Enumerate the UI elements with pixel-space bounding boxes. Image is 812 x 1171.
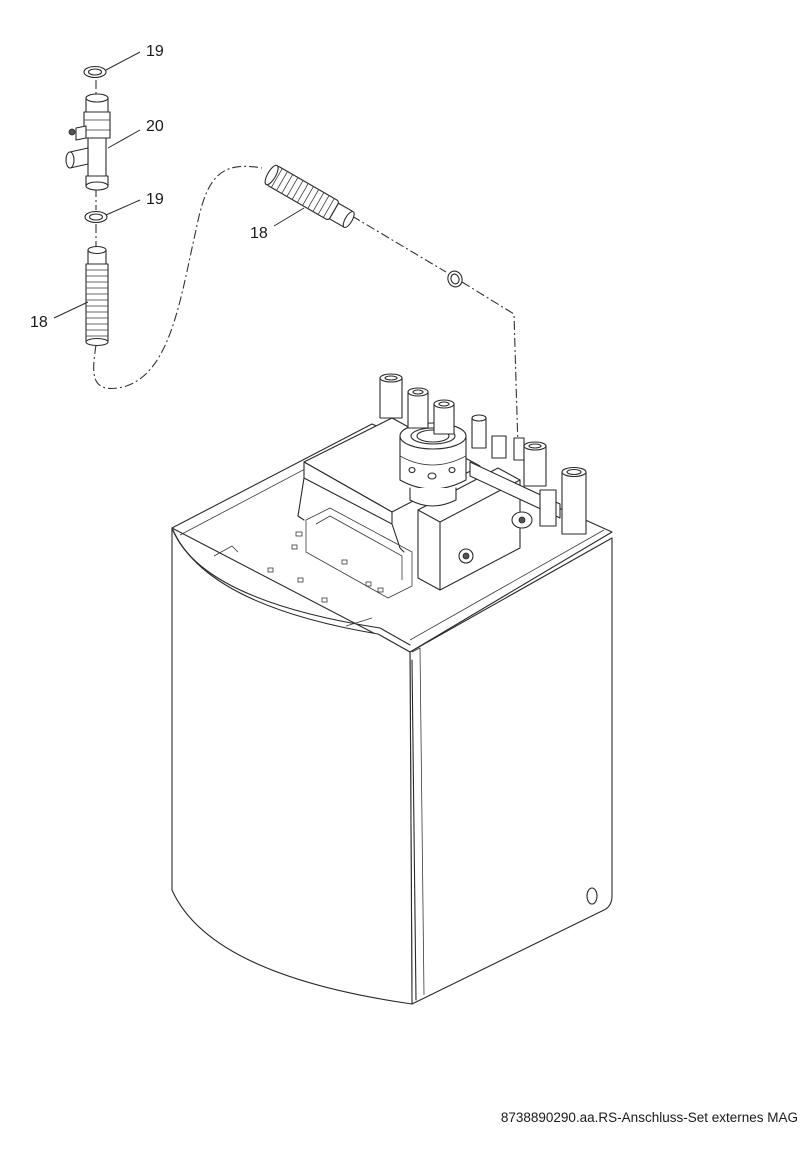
callout-valve: 20 xyxy=(146,118,164,135)
valve-fitting xyxy=(65,93,111,191)
drawing-caption: 8738890290.aa.RS-Anschluss-Set externes … xyxy=(500,1110,798,1125)
connection-pipes xyxy=(379,373,587,535)
seal-ring-top xyxy=(83,65,107,79)
corrugated-hose-right xyxy=(264,164,355,229)
seal-ring-middle xyxy=(84,210,108,224)
callouts: 19 20 19 18 18 xyxy=(30,43,305,331)
corrugated-hose-left xyxy=(85,245,109,347)
callout-hose-left: 18 xyxy=(30,314,48,331)
assembly-path-lines xyxy=(93,80,519,449)
callout-hose-right: 18 xyxy=(250,225,268,242)
clip-ring xyxy=(447,270,463,288)
flue-connector xyxy=(399,422,467,507)
appliance-body xyxy=(171,423,613,1005)
callout-seal-middle: 19 xyxy=(146,191,164,208)
callout-seal-top: 19 xyxy=(146,43,164,60)
